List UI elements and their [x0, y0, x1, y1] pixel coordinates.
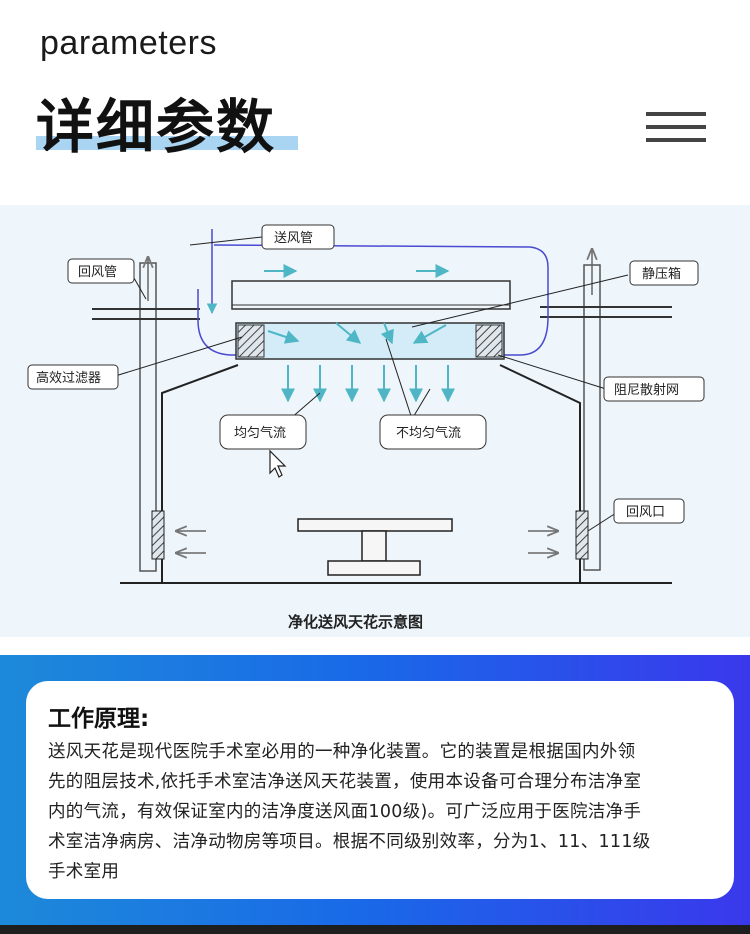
bottom-bar — [0, 925, 750, 934]
label-uniform-flow: 均匀气流 — [234, 425, 286, 441]
label-box-uniform-flow — [219, 414, 307, 450]
info-line: 术室洁净病房、洁净动物房等项目。根据不同级别效率，分为1、11、111级 — [48, 832, 651, 852]
label-box-supply-duct — [261, 224, 335, 250]
supply-duct-outline — [197, 244, 549, 356]
page-subtitle: parameters — [40, 24, 217, 62]
info-line: 送风天花是现代医院手术室必用的一种净化装置。它的装置是根据国内外领 — [48, 742, 636, 762]
label-nonuniform-flow: 不均匀气流 — [396, 425, 461, 441]
label-box-nonuniform-flow — [379, 414, 487, 450]
operating-table-top — [297, 518, 453, 532]
page-header: parameters 详细参数 — [0, 0, 750, 205]
plenum-box — [231, 280, 511, 310]
label-supply-duct: 送风管 — [274, 231, 313, 246]
left-wall — [161, 364, 239, 583]
hepa-filter-box — [235, 322, 505, 360]
right-wall — [499, 364, 581, 583]
info-line: 内的气流，有效保证室内的洁净度送风面100级)。可广泛应用于医院洁净手 — [48, 802, 642, 822]
label-hepa-filter: 高效过滤器 — [36, 370, 101, 386]
left-return-outlet — [151, 510, 165, 560]
label-return-outlet: 回风口 — [626, 505, 665, 520]
info-title: 工作原理: — [48, 706, 150, 732]
label-box-hepa-filter — [27, 364, 119, 390]
label-damping-diffuser: 阻尼散射网 — [614, 382, 679, 398]
mouse-cursor-icon — [269, 449, 287, 478]
info-line: 先的阻层技术,依托手术室洁净送风天花装置，使用本设备可合理分布洁净室 — [48, 772, 642, 792]
label-return-duct: 回风管 — [78, 265, 117, 280]
title-highlight — [36, 136, 298, 150]
info-card: 工作原理: 送风天花是现代医院手术室必用的一种净化装置。它的装置是根据国内外领 … — [26, 681, 734, 899]
label-plenum-box: 静压箱 — [642, 266, 681, 282]
page-title-wrap: 详细参数 — [36, 80, 298, 164]
label-box-plenum-box — [629, 260, 699, 286]
label-box-damping-diffuser — [603, 376, 705, 402]
operating-table-base — [327, 560, 421, 576]
info-line: 手术室用 — [48, 862, 120, 882]
page-title: 详细参数 — [36, 93, 277, 161]
label-box-return-outlet — [613, 498, 685, 524]
hamburger-menu-icon[interactable] — [646, 112, 706, 142]
diagram-caption: 净化送风天花示意图 — [288, 613, 423, 631]
hepa-filter-right — [475, 324, 503, 358]
diagram-area: 送风管 回风管 静压箱 高效过滤器 阻尼散射网 均匀气流 不均匀气流 回风口 净… — [0, 205, 750, 637]
operating-table-column — [361, 530, 387, 562]
label-box-return-duct — [67, 258, 135, 284]
purification-ceiling-diagram: 送风管 回风管 静压箱 高效过滤器 阻尼散射网 均匀气流 不均匀气流 回风口 净… — [27, 224, 705, 631]
right-return-outlet — [575, 510, 589, 560]
info-body: 送风天花是现代医院手术室必用的一种净化装置。它的装置是根据国内外领 先的阻层技术… — [48, 737, 730, 887]
hepa-filter-left — [237, 324, 265, 358]
